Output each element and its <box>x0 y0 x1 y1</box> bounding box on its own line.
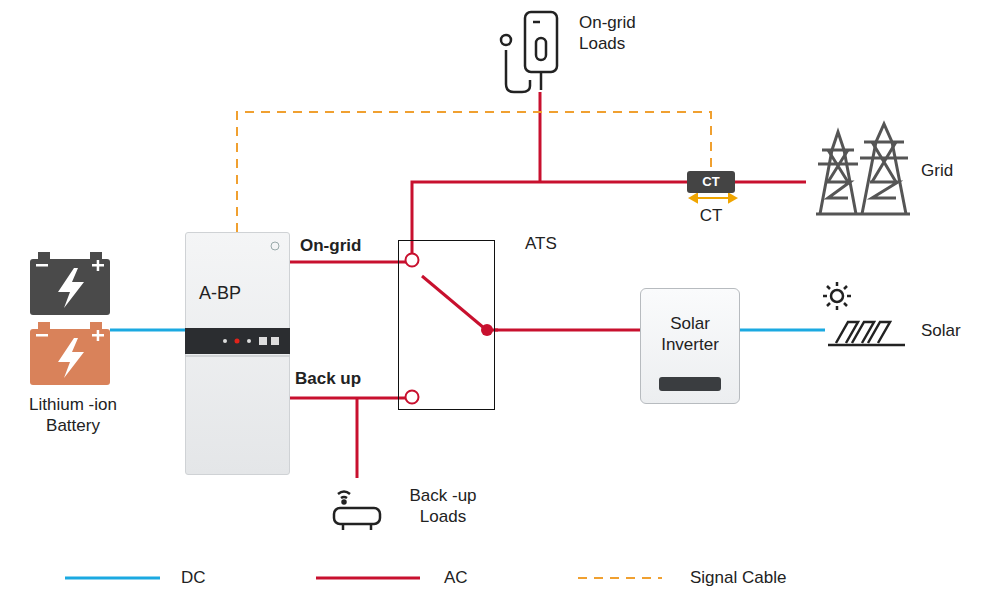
inverter-panel <box>185 232 290 475</box>
ct-arrow <box>690 194 736 202</box>
ats-switch <box>398 240 498 404</box>
ac-wire <box>290 261 398 264</box>
ct-text: CT <box>687 171 735 193</box>
ac-wire <box>290 397 398 400</box>
ac-wire <box>735 181 806 184</box>
solar-panel-icon <box>823 282 905 345</box>
grid-tower-icon <box>816 124 910 214</box>
load-label: Back -up Loads <box>398 485 488 527</box>
device-name: A-BP <box>199 283 241 304</box>
grid-label: Grid <box>921 160 981 181</box>
legend-text: DC <box>181 567 206 588</box>
battery-icon <box>30 252 110 385</box>
router-icon <box>334 492 380 531</box>
ac-wire <box>495 329 640 332</box>
signal-cable <box>237 112 711 232</box>
legend-line-signal <box>578 577 662 579</box>
battery-label: Lithium -ion Battery <box>8 394 138 436</box>
legend-text: AC <box>444 567 468 588</box>
solar-label: Solar <box>921 320 981 341</box>
load-label: On-grid Loads <box>579 12 659 54</box>
solar-inverter-box: Solar Inverter <box>640 288 740 404</box>
dc-wire <box>740 329 825 332</box>
ats-label: ATS <box>525 233 557 254</box>
inverter-device: A-BP <box>185 232 290 475</box>
dc-wire <box>110 329 185 332</box>
legend-text: Signal Cable <box>690 567 786 588</box>
legend-line-dc <box>65 577 160 580</box>
ct-box: CTCT <box>687 171 735 193</box>
port-label: On-grid <box>300 235 361 256</box>
ct-label: CT <box>687 205 735 226</box>
port-label: Back up <box>295 368 361 389</box>
water-heater-icon <box>501 12 557 92</box>
ac-wire <box>356 398 359 478</box>
ac-wire <box>539 92 542 182</box>
inverter-screen <box>659 377 721 391</box>
ac-wire <box>412 182 687 240</box>
legend-line-ac <box>316 577 420 580</box>
ats-box: ATS <box>398 240 495 410</box>
inverter-name: Solar Inverter <box>641 313 739 355</box>
